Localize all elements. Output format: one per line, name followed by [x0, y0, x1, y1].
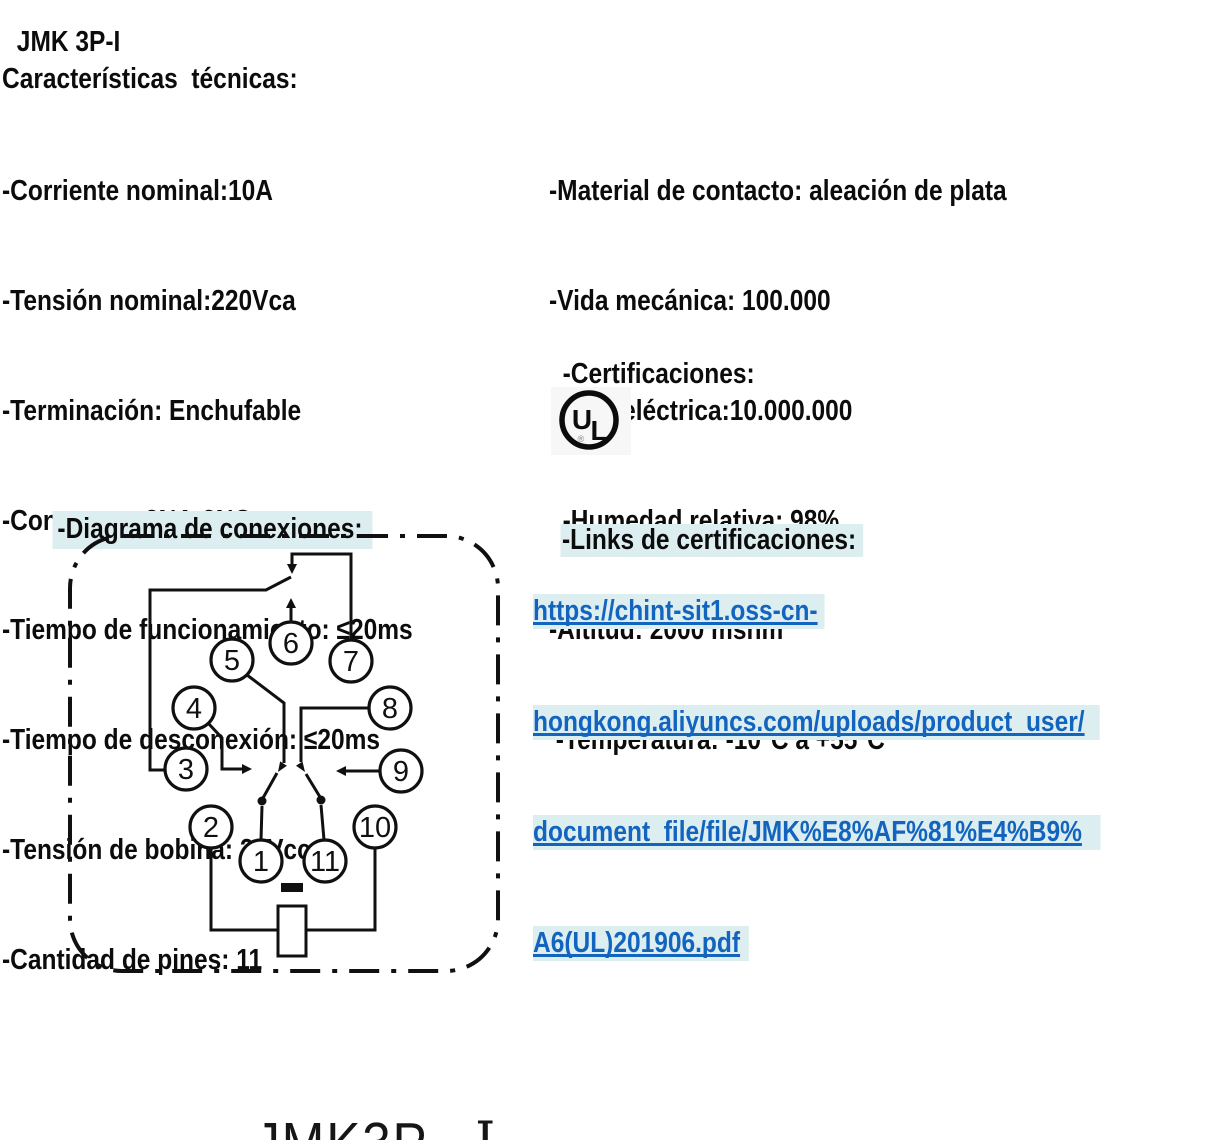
pin-10: 10 — [352, 804, 398, 850]
diagram-arrows — [242, 564, 346, 892]
pin-7: 7 — [328, 638, 374, 684]
contact-dot-left — [257, 796, 267, 806]
pin-2: 2 — [188, 804, 234, 850]
wire-pin1 — [259, 805, 264, 841]
wire-pin3-lever — [148, 575, 292, 772]
spec-corriente-nominal: -Corriente nominal:10A — [2, 175, 274, 208]
spec-tension-nominal: -Tensión nominal:220Vca — [2, 284, 296, 317]
svg-text:1: 1 — [253, 846, 269, 878]
contact-dot-right — [316, 795, 326, 805]
pin-4: 4 — [171, 685, 217, 731]
certification-link-line-3[interactable]: document_file/file/JMK%E8%AF%81%E4%B9% — [533, 815, 1101, 851]
coil-marker — [281, 883, 303, 892]
svg-text:10: 10 — [359, 812, 391, 844]
arrow-right-icon — [242, 764, 252, 774]
lever-left — [261, 772, 279, 799]
pin-5: 5 — [209, 637, 255, 683]
wire-pin11 — [319, 804, 326, 841]
wire-pin8 — [299, 706, 369, 762]
diagram-pins: 1 2 3 4 5 6 7 — [163, 620, 424, 884]
spec-terminacion: -Terminación: Enchufable — [2, 394, 302, 427]
certification-link-block: https://chint-sit1.oss-cn- hongkong.aliy… — [533, 521, 1101, 1036]
links-section: -Links de certificaciones: — [533, 485, 864, 595]
certification-link-line-4[interactable]: A6(UL)201906.pdf — [533, 925, 749, 961]
links-heading: -Links de certificaciones: — [560, 523, 864, 557]
pin-3: 3 — [163, 746, 209, 792]
caption-suffix: I — [475, 1110, 495, 1140]
spec-vida-mecanica: -Vida mecánica: 100.000 — [549, 284, 831, 317]
ul-letter-l: L — [590, 415, 607, 446]
svg-text:9: 9 — [393, 756, 409, 788]
ul-mark: U L ® — [559, 390, 619, 450]
pin-9: 9 — [378, 748, 424, 794]
svg-text:4: 4 — [186, 693, 202, 725]
coil — [276, 904, 308, 958]
svg-text:6: 6 — [283, 628, 299, 660]
wire-pin2 — [209, 848, 278, 932]
svg-text:7: 7 — [343, 646, 359, 678]
certification-link-line-1[interactable]: https://chint-sit1.oss-cn- — [533, 594, 825, 630]
connection-diagram: 1 2 3 4 5 6 7 — [68, 534, 500, 973]
certification-link-line-2[interactable]: hongkong.aliyuncs.com/uploads/product_us… — [533, 704, 1101, 740]
pin-1: 1 — [238, 838, 284, 884]
pin-11: 11 — [302, 838, 348, 884]
section-heading-technical: Características técnicas: — [2, 63, 298, 95]
pin-6: 6 — [268, 620, 314, 666]
diagram-heading: -Diagrama de conexiones: — [52, 510, 373, 549]
svg-text:3: 3 — [178, 754, 194, 786]
spec-material-contacto: -Material de contacto: aleación de plata — [549, 175, 1007, 208]
ul-letter-u: U — [572, 404, 592, 435]
spec-tiempo-desconexion: -Tiempo de desconexión: ≤20ms — [2, 724, 381, 757]
svg-text:8: 8 — [382, 693, 398, 725]
ul-certification-logo-icon: U L ® — [551, 387, 631, 455]
arrow-downleft-icon — [278, 761, 287, 772]
wire-pin5 — [246, 673, 286, 763]
diagram-section: -Diagrama de conexiones: — [25, 474, 373, 585]
wire-pin10 — [306, 848, 377, 932]
pin-8: 8 — [367, 685, 413, 731]
arrow-left-icon — [336, 766, 346, 776]
svg-text:5: 5 — [224, 645, 240, 677]
diagram-wires — [148, 552, 380, 932]
svg-text:11: 11 — [310, 846, 340, 878]
diagram-border — [68, 534, 500, 973]
arrow-up-icon — [286, 598, 296, 608]
certifications-label: -Certificaciones: — [549, 358, 755, 390]
arrow-downright-icon — [296, 761, 305, 772]
ul-circle — [559, 390, 619, 450]
arrow-down-icon — [287, 564, 297, 574]
product-title: JMK 3P-I — [10, 26, 121, 58]
wire-pin7 — [290, 552, 353, 640]
ul-registered-mark: ® — [578, 434, 585, 444]
lever-right — [304, 773, 322, 798]
wire-pin4 — [206, 721, 242, 771]
svg-text:2: 2 — [203, 812, 219, 844]
